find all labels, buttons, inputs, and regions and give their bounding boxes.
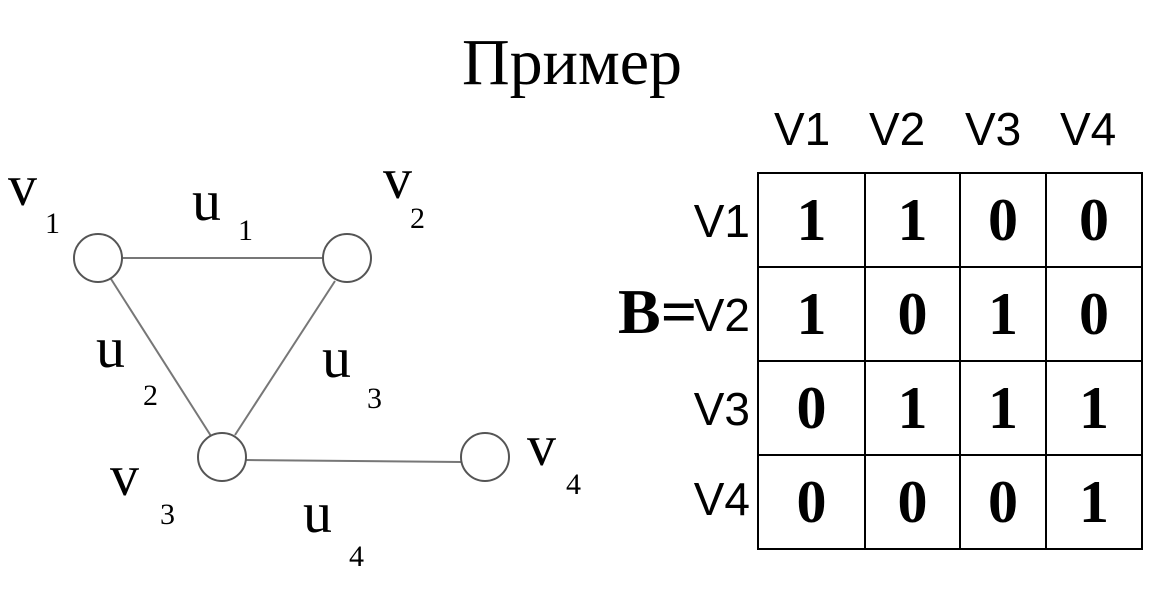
matrix-cell: 0 [757, 454, 866, 550]
matrix-col-header: V2 [869, 103, 926, 155]
matrix-cell: 1 [1045, 360, 1143, 456]
matrix-cell: 1 [959, 266, 1047, 362]
vertex-v3 [197, 432, 247, 482]
matrix-cell: 1 [1045, 454, 1143, 550]
matrix-cell: 0 [1045, 172, 1143, 268]
matrix-cell: 1 [757, 172, 866, 268]
matrix-cell: 1 [757, 266, 866, 362]
matrix-col-header: V4 [1060, 103, 1117, 155]
matrix-row: 0 1 1 1 [757, 360, 1143, 456]
edge-label-u2: u [96, 315, 125, 380]
matrix-cell: 1 [959, 360, 1047, 456]
vertex-v4 [460, 432, 510, 482]
vertex-label-v1: v [8, 153, 37, 218]
edge-label-u3: u [322, 325, 351, 390]
matrix-row: 1 1 0 0 [757, 172, 1143, 268]
matrix-col-header: V1 [774, 103, 831, 155]
vertex-index-v3: 3 [160, 498, 175, 531]
matrix-cell: 1 [864, 360, 961, 456]
matrix-cell: 1 [864, 172, 961, 268]
vertex-index-v1: 1 [45, 207, 60, 240]
matrix-cell: 0 [959, 454, 1047, 550]
edge-label-u4: u [303, 480, 332, 545]
edge-label-u1: u [192, 168, 221, 233]
edge-u2 [110, 278, 212, 437]
vertex-v2 [322, 233, 372, 283]
vertex-label-v2: v [383, 146, 412, 211]
matrix-col-header: V3 [965, 103, 1022, 155]
edge-index-u3: 3 [367, 382, 382, 415]
matrix-row-header: V3 [693, 383, 750, 435]
edge-u4 [245, 459, 462, 463]
graph-diagram: v 1 v 2 v 3 v 4 u 1 u 2 u 3 u 4 [8, 146, 581, 573]
edge-index-u4: 4 [349, 540, 364, 573]
matrix-cell: 0 [864, 454, 961, 550]
vertex-label-v4: v [527, 413, 556, 478]
incidence-matrix: 1 1 0 0 1 0 1 0 0 1 1 1 0 0 0 1 [757, 172, 1143, 550]
matrix-label: B= [618, 276, 698, 347]
vertex-index-v2: 2 [410, 202, 425, 235]
matrix-row-header: V4 [693, 473, 750, 525]
matrix-cell: 0 [959, 172, 1047, 268]
page-title: Пример [462, 26, 683, 99]
matrix-cell: 0 [1045, 266, 1143, 362]
matrix-row-header: V2 [693, 289, 750, 341]
vertex-label-v3: v [110, 443, 139, 508]
matrix-row-header: V1 [693, 195, 750, 247]
edge-u3 [234, 280, 336, 436]
vertex-index-v4: 4 [566, 468, 581, 501]
matrix-cell: 0 [864, 266, 961, 362]
matrix-row: 0 0 0 1 [757, 454, 1143, 550]
edge-index-u1: 1 [238, 214, 253, 247]
matrix-cell: 0 [757, 360, 866, 456]
edge-index-u2: 2 [143, 379, 158, 412]
vertex-v1 [73, 233, 123, 283]
matrix-row: 1 0 1 0 [757, 266, 1143, 362]
